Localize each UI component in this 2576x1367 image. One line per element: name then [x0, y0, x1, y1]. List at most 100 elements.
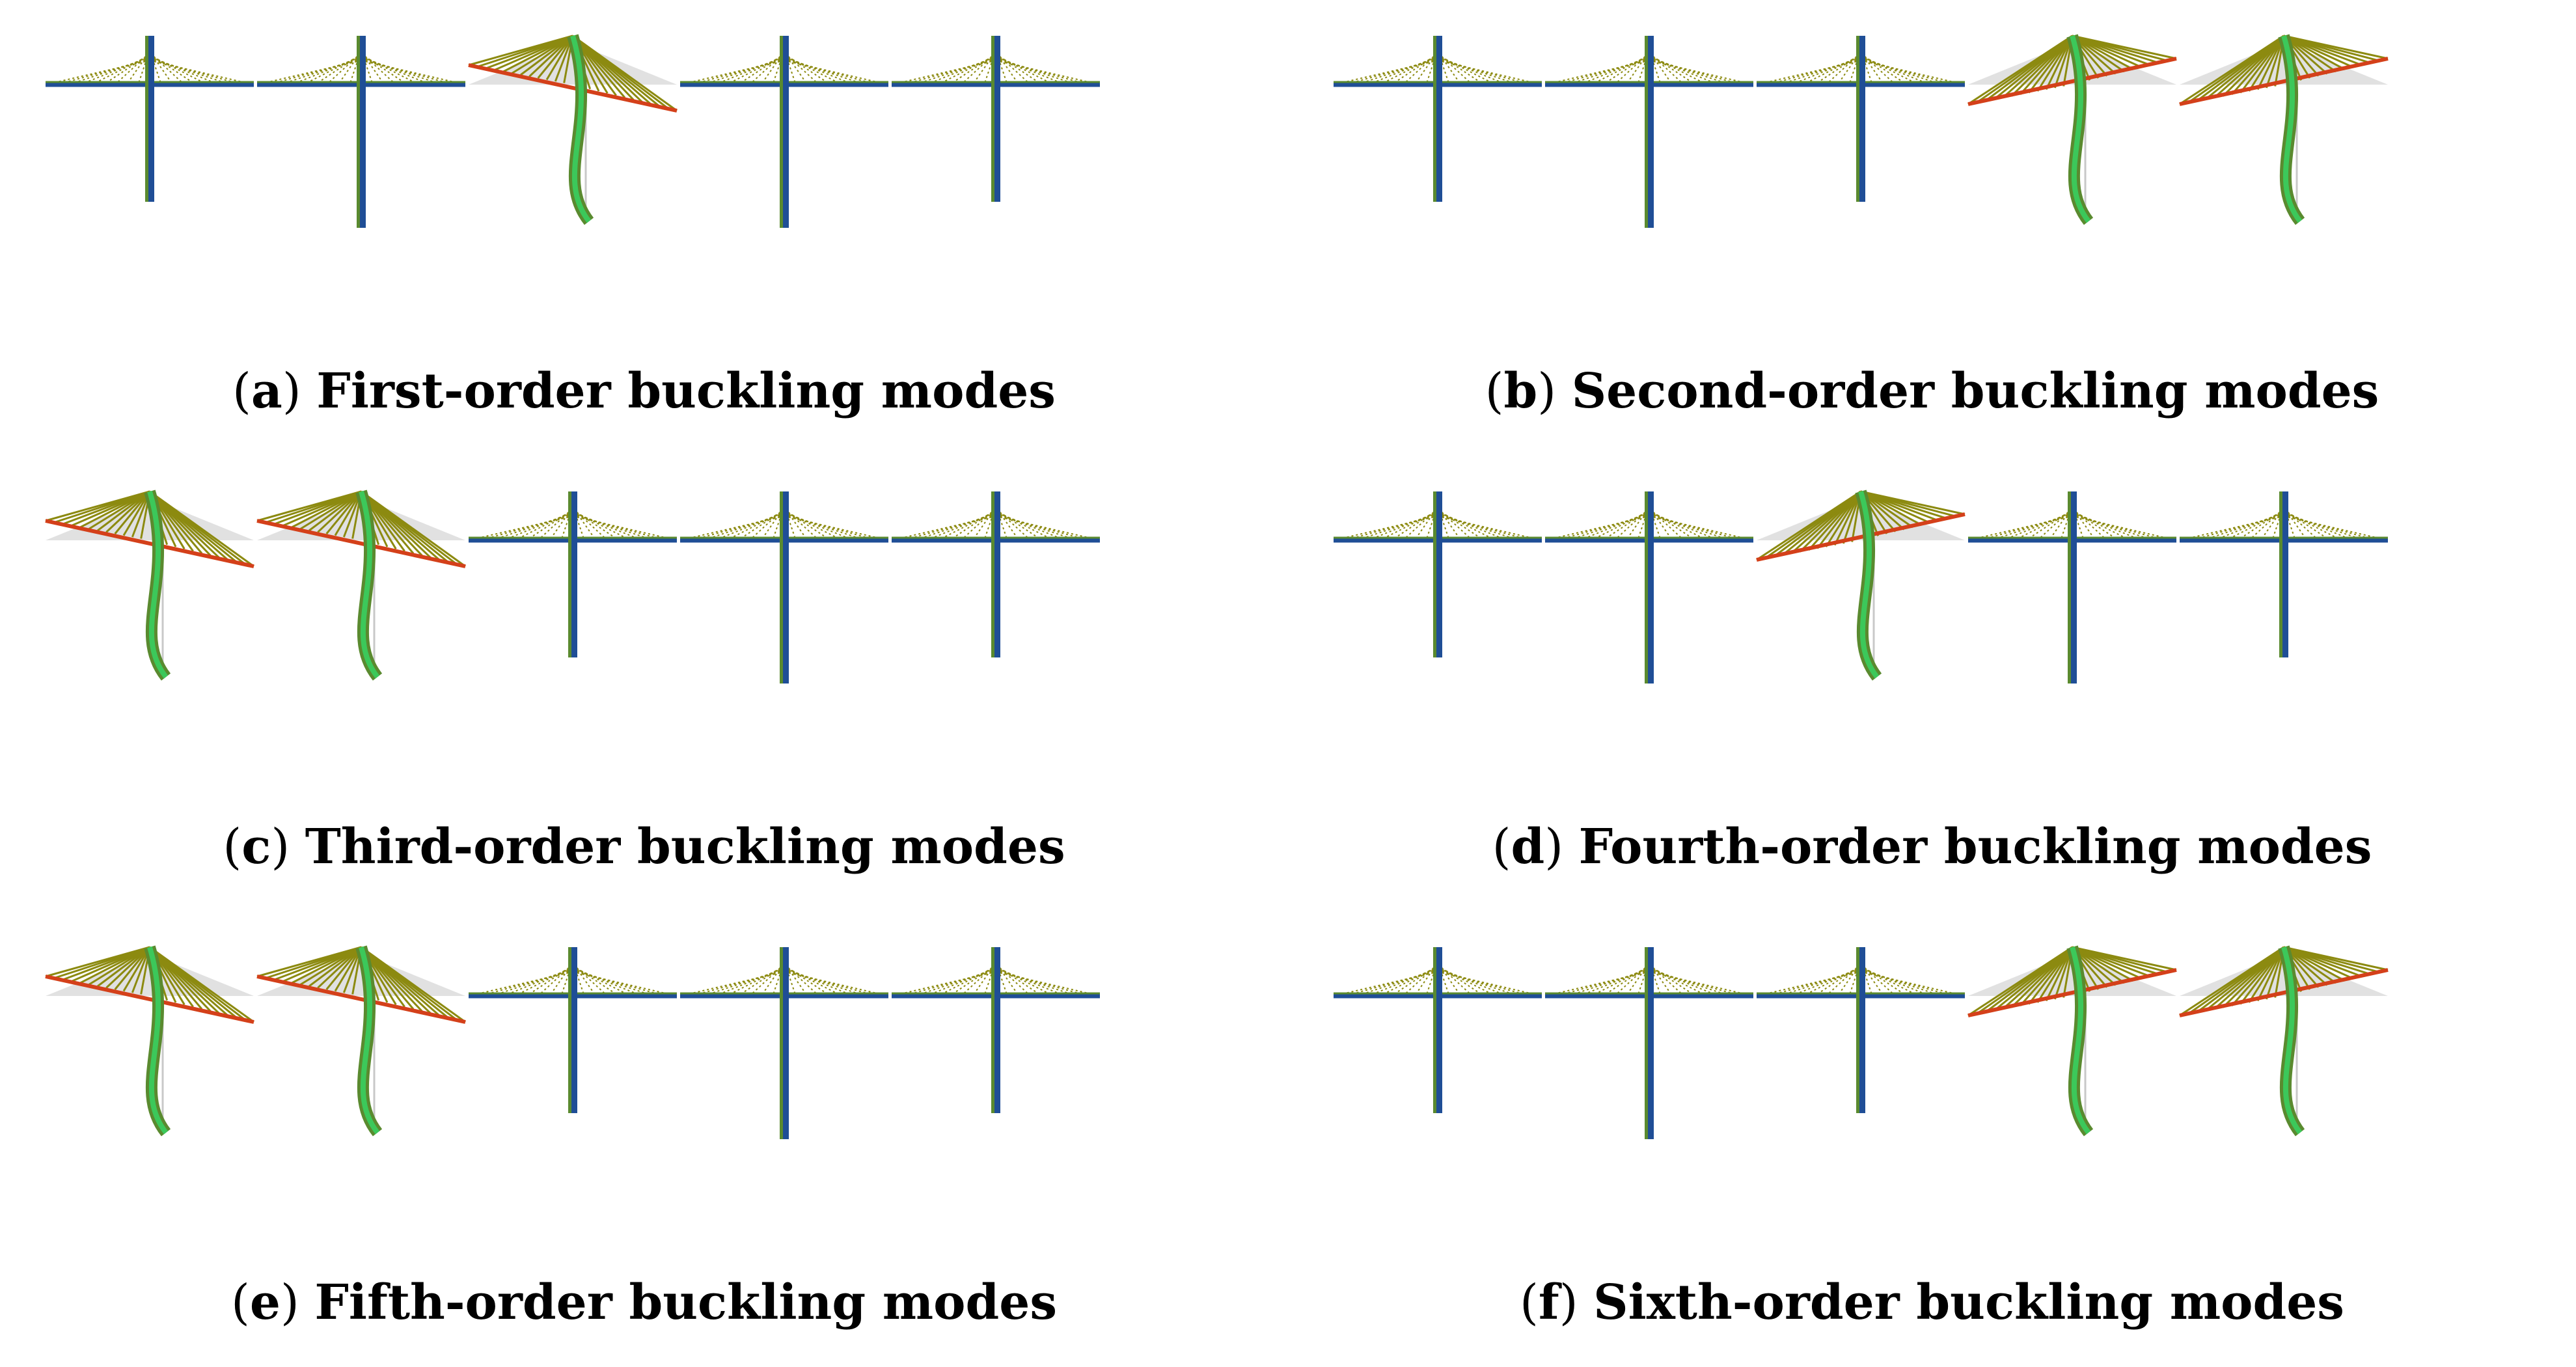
tower-column-edge — [991, 36, 994, 202]
deformed-deck — [468, 63, 678, 113]
bridge-diagram-c — [45, 490, 1101, 684]
caption-letter: e — [249, 1275, 281, 1331]
tower-column-edge — [1433, 491, 1436, 657]
caption-letter: f — [1538, 1275, 1559, 1331]
tower-2 — [256, 36, 466, 228]
tower-column-edge — [1433, 947, 1436, 1113]
caption-d: (d) Fourth-order buckling modes — [1492, 819, 2372, 875]
deformed-tower-core — [2281, 35, 2303, 223]
tower-2 — [1544, 491, 1754, 684]
deformed-tower-core — [147, 946, 169, 1135]
tower-column-edge — [1645, 491, 1648, 684]
tower-column-edge — [1856, 36, 1859, 202]
deformed-deck — [1967, 968, 2177, 1017]
deformed-deck — [45, 519, 254, 568]
deformed-tower-5 — [2179, 34, 2389, 225]
deformed-deck — [256, 519, 466, 568]
cable-fan-deformed — [2179, 35, 2389, 105]
cable-fan-deformed — [468, 35, 678, 112]
caption-c: (c) Third-order buckling modes — [223, 819, 1065, 875]
bridge-diagram-b — [1333, 34, 2389, 228]
cable-fan — [468, 505, 678, 541]
tower-column-edge — [1645, 947, 1648, 1139]
bridge-diagram-e — [45, 945, 1101, 1139]
tower-1 — [1333, 491, 1542, 657]
deformed-tower-core — [2281, 946, 2303, 1135]
cable-fan — [1333, 49, 1542, 85]
tower-4 — [679, 36, 889, 228]
caption-letter: c — [241, 819, 271, 875]
tower-column-edge — [991, 491, 994, 657]
tower-5 — [891, 36, 1101, 202]
tower-5 — [891, 491, 1101, 657]
deformed-tower-4 — [1967, 945, 2177, 1137]
bridge-diagram-f — [1333, 945, 2389, 1139]
caption-title: Sixth-order buckling modes — [1593, 1275, 2344, 1331]
tower-column-edge — [568, 491, 571, 657]
cable-fan — [891, 505, 1101, 541]
caption-letter: a — [251, 363, 282, 419]
tower-column-edge — [357, 36, 360, 228]
tower-column-edge — [1433, 36, 1436, 202]
deformed-deck — [45, 974, 254, 1024]
tower-column-edge — [780, 36, 783, 228]
deformed-tower-core — [359, 946, 380, 1135]
tower-1 — [45, 36, 254, 202]
deformed-tower-core — [1858, 490, 1880, 679]
tower-1 — [1333, 36, 1542, 202]
deformed-tower-core — [147, 490, 169, 679]
caption-e: (e) Fifth-order buckling modes — [230, 1275, 1057, 1331]
deformed-tower-4 — [1967, 34, 2177, 225]
caption-f: (f) Sixth-order buckling modes — [1520, 1275, 2344, 1331]
caption-title: Fifth-order buckling modes — [314, 1275, 1057, 1331]
deformed-deck — [2179, 968, 2389, 1017]
panel-d: (d) Fourth-order buckling modes — [1288, 456, 2576, 911]
cable-fan-deformed — [2179, 946, 2389, 1017]
tower-column-edge — [1645, 36, 1648, 228]
tower-3 — [1756, 947, 1966, 1113]
deformed-tower-core — [2070, 35, 2091, 223]
tower-1 — [1333, 947, 1542, 1113]
caption-letter: b — [1503, 363, 1538, 419]
deformed-deck — [1756, 512, 1966, 562]
caption-title: Third-order buckling modes — [305, 819, 1065, 875]
tower-5 — [2179, 491, 2389, 657]
deformed-deck — [1967, 57, 2177, 106]
tower-column-edge — [145, 36, 148, 202]
panel-b: (b) Second-order buckling modes — [1288, 0, 2576, 456]
cable-fan — [2179, 505, 2389, 541]
tower-5 — [891, 947, 1101, 1113]
caption-letter: d — [1511, 819, 1545, 875]
deformed-tower-1 — [45, 490, 254, 681]
tower-column-edge — [1856, 947, 1859, 1113]
deformed-deck — [2179, 57, 2389, 106]
tower-column-edge — [780, 947, 783, 1139]
cable-fan — [679, 961, 889, 997]
deformed-tower-2 — [256, 945, 466, 1137]
tower-3 — [1756, 36, 1966, 202]
tower-column-edge — [568, 947, 571, 1113]
caption-title: Fourth-order buckling modes — [1578, 819, 2372, 875]
caption-title: Second-order buckling modes — [1571, 363, 2379, 419]
tower-4 — [679, 491, 889, 684]
deformed-tower-core — [2070, 946, 2091, 1135]
deformed-tower-3 — [468, 34, 678, 225]
tower-3 — [468, 491, 678, 657]
deformed-tower-5 — [2179, 945, 2389, 1137]
tower-4 — [1967, 491, 2177, 684]
tower-2 — [1544, 947, 1754, 1139]
tower-column-edge — [780, 491, 783, 684]
cable-fan — [256, 49, 466, 85]
caption-title: First-order buckling modes — [316, 363, 1056, 419]
deformed-deck — [256, 974, 466, 1024]
deformed-tower-2 — [256, 490, 466, 681]
cable-fan — [45, 49, 254, 85]
tower-column-edge — [2279, 491, 2282, 657]
panel-c: (c) Third-order buckling modes — [0, 456, 1288, 911]
deformed-tower-3 — [1756, 490, 1966, 681]
tower-4 — [679, 947, 889, 1139]
bridge-diagram-d — [1333, 490, 2389, 684]
tower-3 — [468, 947, 678, 1113]
tower-column-edge — [991, 947, 994, 1113]
caption-a: (a) First-order buckling modes — [232, 363, 1056, 419]
